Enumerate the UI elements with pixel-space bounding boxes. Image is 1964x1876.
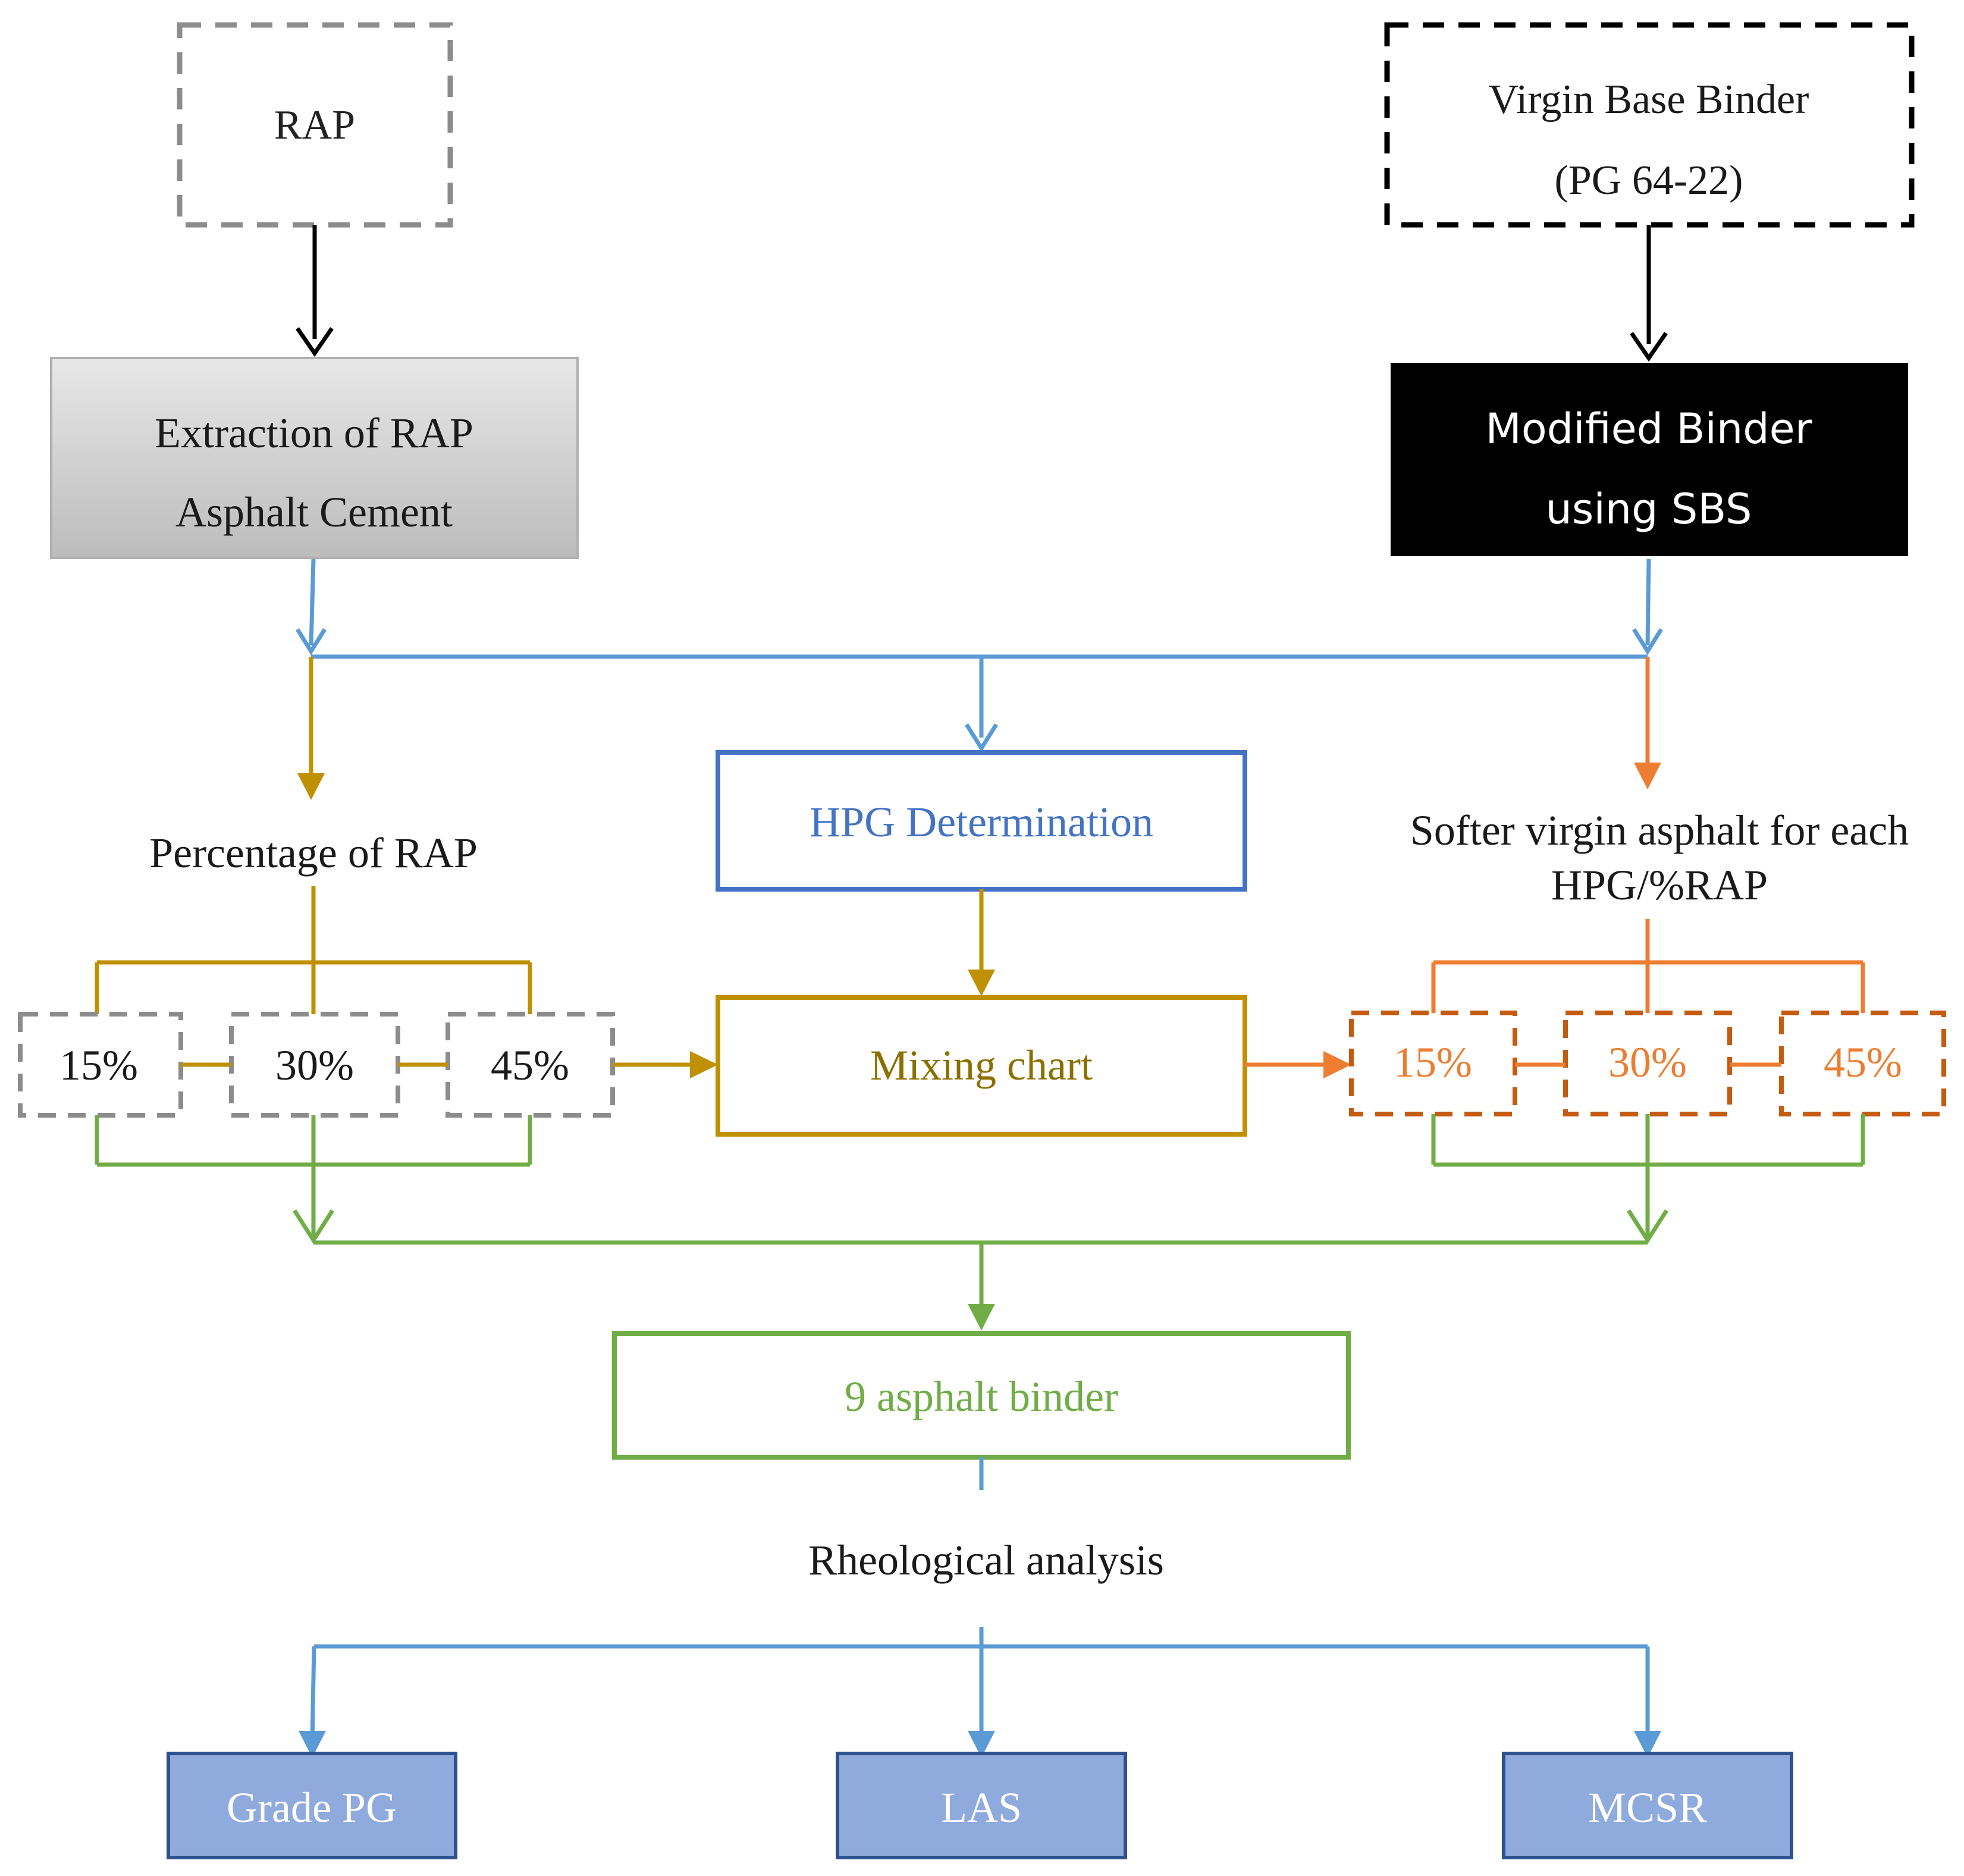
mcsr-label: MCSR bbox=[1588, 1784, 1707, 1831]
softer-virgin-label-line2: HPG/%RAP bbox=[1551, 861, 1768, 909]
connector-modified-down bbox=[1645, 559, 1651, 646]
rap-percentage-label: 15% bbox=[59, 1041, 138, 1089]
arrowhead-bus-to-binders bbox=[968, 1304, 995, 1331]
extraction-box bbox=[50, 357, 579, 559]
green-right-arrowhead bbox=[1627, 1209, 1668, 1244]
arrowhead-to-grade bbox=[299, 1731, 326, 1758]
extraction-label-line1: Extraction of RAP bbox=[155, 409, 473, 457]
softer-virgin-label-line1: Softer virgin asphalt for each bbox=[1410, 807, 1909, 854]
virgin-base-binder-label-line1: Virgin Base Binder bbox=[1489, 77, 1809, 123]
hpg-determination-box bbox=[716, 750, 1247, 892]
arrowhead-hpg-to-mixing bbox=[968, 970, 995, 996]
arrowhead-bus-to-percentage bbox=[297, 773, 325, 800]
softer-percentage-label: 45% bbox=[1824, 1039, 1902, 1086]
modified-binder-label-line2: using SBS bbox=[1546, 485, 1752, 534]
arrowhead-rap-to-mixing bbox=[690, 1051, 718, 1078]
rap-percentage-label: 45% bbox=[491, 1041, 569, 1089]
softer-percentage-label: 15% bbox=[1394, 1039, 1472, 1086]
modified-binder-label-line1: Modified Binder bbox=[1485, 404, 1812, 453]
modified-binder-box bbox=[1391, 363, 1908, 556]
arrowhead-virgin-to-modified bbox=[1630, 332, 1668, 362]
virgin-base-binder-label-line2: (PG 64-22) bbox=[1555, 158, 1743, 203]
arrowhead-mixing-to-softer bbox=[1323, 1051, 1351, 1078]
arrowhead-bus-to-hpg bbox=[965, 723, 998, 752]
rheological-analysis-label: Rheological analysis bbox=[808, 1536, 1164, 1584]
las-box bbox=[836, 1752, 1127, 1859]
arrowhead-modified-down bbox=[1632, 628, 1663, 655]
asphalt-binder-label: 9 asphalt binder bbox=[845, 1373, 1118, 1420]
rap-label: RAP bbox=[274, 102, 355, 148]
rap-box bbox=[177, 22, 453, 228]
arrowhead-rap-to-extraction bbox=[296, 327, 334, 357]
arrowhead-bus-to-softer bbox=[1634, 763, 1661, 789]
connector-bus-to-grade bbox=[310, 1646, 316, 1740]
arrowhead-extraction-down bbox=[296, 628, 327, 655]
green-left-arrowhead bbox=[293, 1209, 334, 1244]
arrowhead-to-mcsr bbox=[1634, 1731, 1661, 1758]
grade-pg-label: Grade PG bbox=[227, 1784, 397, 1831]
las-label: LAS bbox=[941, 1784, 1022, 1831]
mcsr-box bbox=[1502, 1752, 1793, 1859]
percentage-of-rap-label: Percentage of RAP bbox=[149, 829, 478, 877]
grade-pg-box bbox=[167, 1752, 457, 1859]
virgin-base-binder-box bbox=[1384, 22, 1915, 228]
extraction-label-line2: Asphalt Cement bbox=[175, 488, 453, 536]
connector-extraction-down bbox=[309, 559, 316, 646]
softer-percentage-box bbox=[1563, 1011, 1732, 1116]
hpg-determination-label: HPG Determination bbox=[810, 798, 1153, 846]
arrowhead-to-las bbox=[968, 1731, 995, 1758]
asphalt-binder-box bbox=[612, 1331, 1351, 1460]
mixing-chart-label: Mixing chart bbox=[870, 1041, 1093, 1089]
mixing-chart-box bbox=[716, 995, 1247, 1137]
softer-percentage-label: 30% bbox=[1608, 1039, 1687, 1086]
softer-percentage-box bbox=[1779, 1011, 1946, 1116]
rap-percentage-label: 30% bbox=[275, 1041, 354, 1089]
